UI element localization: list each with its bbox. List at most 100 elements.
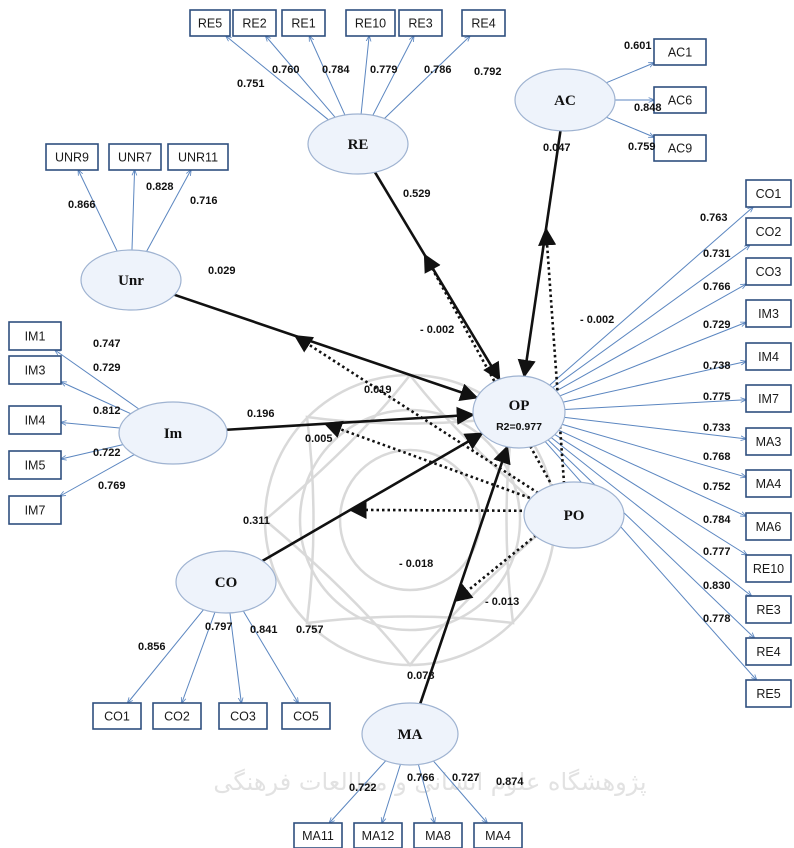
loading-line-op-3 [556,284,746,392]
indicator-label: RE1 [291,17,315,31]
loading-value-op-5: 0.738 [703,360,731,372]
moderation-coef-ac: - 0.002 [580,314,614,326]
indicator-label: RE3 [408,17,432,31]
indicator-label: CO3 [230,710,256,724]
indicator-label: UNR11 [178,151,218,165]
loading-value-unr-3: 0.716 [190,195,218,207]
loading-value-re-5: 0.786 [424,64,452,76]
indicator-label: RE2 [242,17,266,31]
indicator-label: MA12 [362,829,395,843]
loading-value-op-10: 0.784 [703,514,731,526]
indicator-co-co1: CO1 [92,702,142,730]
loading-value-im-4: 0.722 [93,447,121,459]
indicator-ac-ac1: AC1 [653,38,707,66]
moderation-path-unr [293,334,567,513]
indicator-re-re1: RE1 [281,9,326,37]
moderation-coef-co: - 0.018 [399,558,433,570]
loading-line-op-8 [562,423,746,477]
indicator-label: MA3 [756,435,782,449]
loading-value-op-11: 0.777 [703,546,731,558]
latent-label: RE [348,137,369,153]
loading-value-op-1: 0.763 [700,212,728,224]
indicator-label: AC6 [668,94,692,108]
latent-co: CO [175,550,277,614]
indicator-label: CO2 [756,225,782,239]
loading-value-ac-2: 0.848 [634,102,662,114]
latent-label: CO [215,575,238,591]
indicator-label: MA11 [302,829,334,843]
loading-line-op-5 [563,362,746,403]
watermark-text: پژوهشگاه علوم انسانی و مطالعات فرهنگی [213,768,646,796]
latent-im: Im [118,401,228,465]
indicator-im-im1: IM1 [8,321,62,351]
indicator-label: IM7 [25,504,46,518]
indicator-label: MA4 [485,829,511,843]
loading-line-re-6 [384,36,470,119]
latent-po: PO [523,481,625,549]
indicator-op-re5: RE5 [745,679,792,708]
indicator-im-im5: IM5 [8,450,62,480]
indicator-label: MA6 [756,520,782,534]
indicator-unr-unr11: UNR11 [167,143,229,171]
indicator-im-im7: IM7 [8,495,62,525]
indicator-im-im3: IM3 [8,355,62,385]
indicator-unr-unr9: UNR9 [45,143,99,171]
indicator-ma-ma12: MA12 [353,822,403,848]
indicator-op-im7: IM7 [745,384,792,413]
loading-value-re-1: 0.751 [237,78,265,90]
path-coef-co: 0.311 [243,515,270,527]
indicator-label: RE5 [198,17,222,31]
loading-line-re-2 [266,36,336,118]
loading-line-co-1 [128,609,204,703]
indicator-label: RE10 [753,562,784,576]
loading-value-op-7: 0.733 [703,422,731,434]
path-co-to-op [261,432,484,562]
moderation-path-re [423,253,568,512]
indicator-re-re4: RE4 [461,9,506,37]
loading-value-op-4: 0.729 [703,319,731,331]
indicator-label: IM5 [25,459,46,473]
path-coef-unr: 0.029 [208,265,236,277]
loading-value-im-2: 0.729 [93,362,121,374]
latent-label: Im [164,426,183,442]
latent-label: MA [398,727,423,743]
loading-value-im-1: 0.747 [93,338,121,350]
latent-ma: MA [361,702,459,766]
loading-line-im-3 [61,422,120,429]
moderation-path-ac [538,227,568,512]
loading-line-op-6 [564,400,746,411]
indicator-ma-ma8: MA8 [413,822,463,848]
indicator-label: AC9 [668,142,692,156]
loading-line-co-3 [229,612,241,703]
latent-label: AC [554,93,576,109]
indicator-unr-unr7: UNR7 [108,143,162,171]
loading-line-co-4 [242,610,298,703]
loading-line-ac-3 [606,116,654,137]
loading-line-ma-2 [382,764,401,823]
loading-line-ma-1 [329,760,387,823]
loading-value-co-2: 0.797 [205,621,233,633]
indicator-co-co5: CO5 [281,702,331,730]
indicator-label: IM4 [758,350,779,364]
path-coef-ma: 0.078 [407,670,435,682]
loading-value-re-2: 0.760 [272,64,300,76]
loading-line-op-12 [547,439,754,638]
indicator-re-re3: RE3 [398,9,443,37]
connection-lines [55,36,757,823]
indicator-label: RE3 [756,603,780,617]
indicator-label: AC1 [668,46,692,60]
path-ac-to-op [517,130,562,379]
indicator-label: CO2 [164,710,190,724]
loading-value-re-3: 0.784 [322,64,350,76]
loading-line-im-4 [61,444,124,459]
loading-line-ma-3 [417,764,434,823]
loading-line-re-1 [226,36,329,121]
moderation-coef-ma: - 0.013 [485,596,519,608]
indicator-label: CO1 [756,187,782,201]
indicator-label: UNR7 [118,151,152,165]
indicator-op-im3: IM3 [745,299,792,328]
latent-ac: AC [514,68,616,132]
moderation-coef-unr: 0.019 [364,384,392,396]
